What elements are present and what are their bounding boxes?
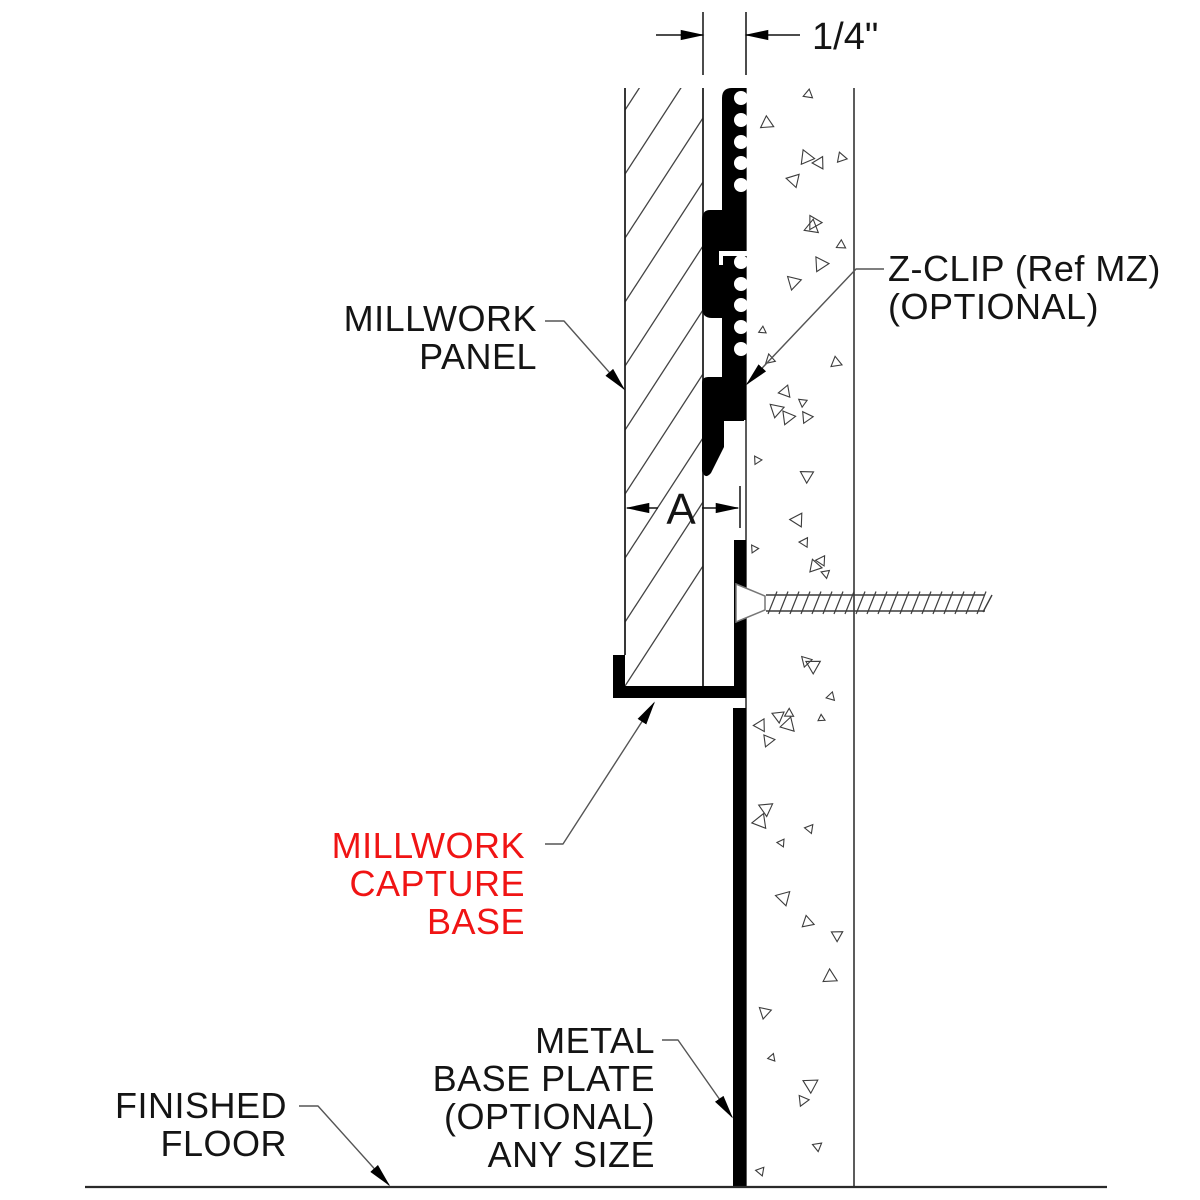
millwork-capture-base-label: MILLWORK CAPTURE BASE xyxy=(331,825,525,942)
leader-base-plate xyxy=(662,1039,733,1119)
dimension-quarter-inch xyxy=(656,12,800,75)
dim-quarter-inch-text: 1/4" xyxy=(812,16,879,58)
z-clip-holes xyxy=(734,91,748,356)
metal-base-plate-label: METAL BASE PLATE (OPTIONAL) ANY SIZE xyxy=(432,1020,655,1175)
metal-base-plate-profile xyxy=(733,708,746,1187)
millwork-panel-label: MILLWORK PANEL xyxy=(343,298,537,377)
finished-floor-label: FINISHED FLOOR xyxy=(114,1085,287,1164)
z-clip-upper-block xyxy=(702,210,746,318)
wall-section xyxy=(745,88,855,1187)
wall-stipple-texture xyxy=(750,88,849,1177)
screw-icon xyxy=(735,582,993,624)
millwork-capture-base-profile xyxy=(613,540,746,698)
dim-a-text: A xyxy=(666,485,696,534)
z-clip-lower-block xyxy=(702,377,744,477)
z-clip-label: Z-CLIP (Ref MZ) (OPTIONAL) xyxy=(888,248,1161,327)
millwork-panel-section xyxy=(624,88,704,686)
leader-z-clip xyxy=(745,268,884,386)
leader-capture-base xyxy=(545,701,655,845)
leader-finished-floor xyxy=(299,1105,391,1187)
screw-head xyxy=(735,582,766,624)
leader-millwork-panel xyxy=(545,320,626,391)
dimension-a xyxy=(625,486,741,528)
z-clip-assembly xyxy=(702,88,748,477)
